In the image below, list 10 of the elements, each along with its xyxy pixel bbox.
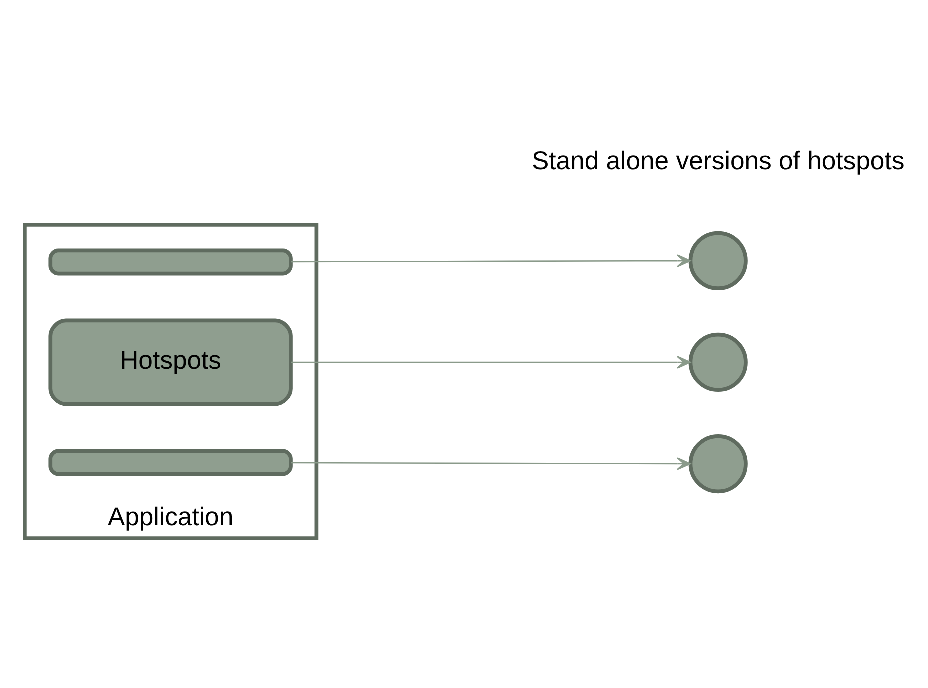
arrow	[290, 356, 691, 368]
arrow	[290, 254, 691, 267]
arrow	[290, 457, 691, 470]
label: Stand alone versions of hotspots	[531, 147, 904, 176]
node-circle	[688, 434, 748, 494]
node-circle	[688, 332, 748, 392]
node-circle	[688, 230, 748, 290]
node-box: Hotspots	[48, 318, 292, 406]
node-bar	[48, 248, 292, 276]
node-bar	[48, 448, 292, 476]
